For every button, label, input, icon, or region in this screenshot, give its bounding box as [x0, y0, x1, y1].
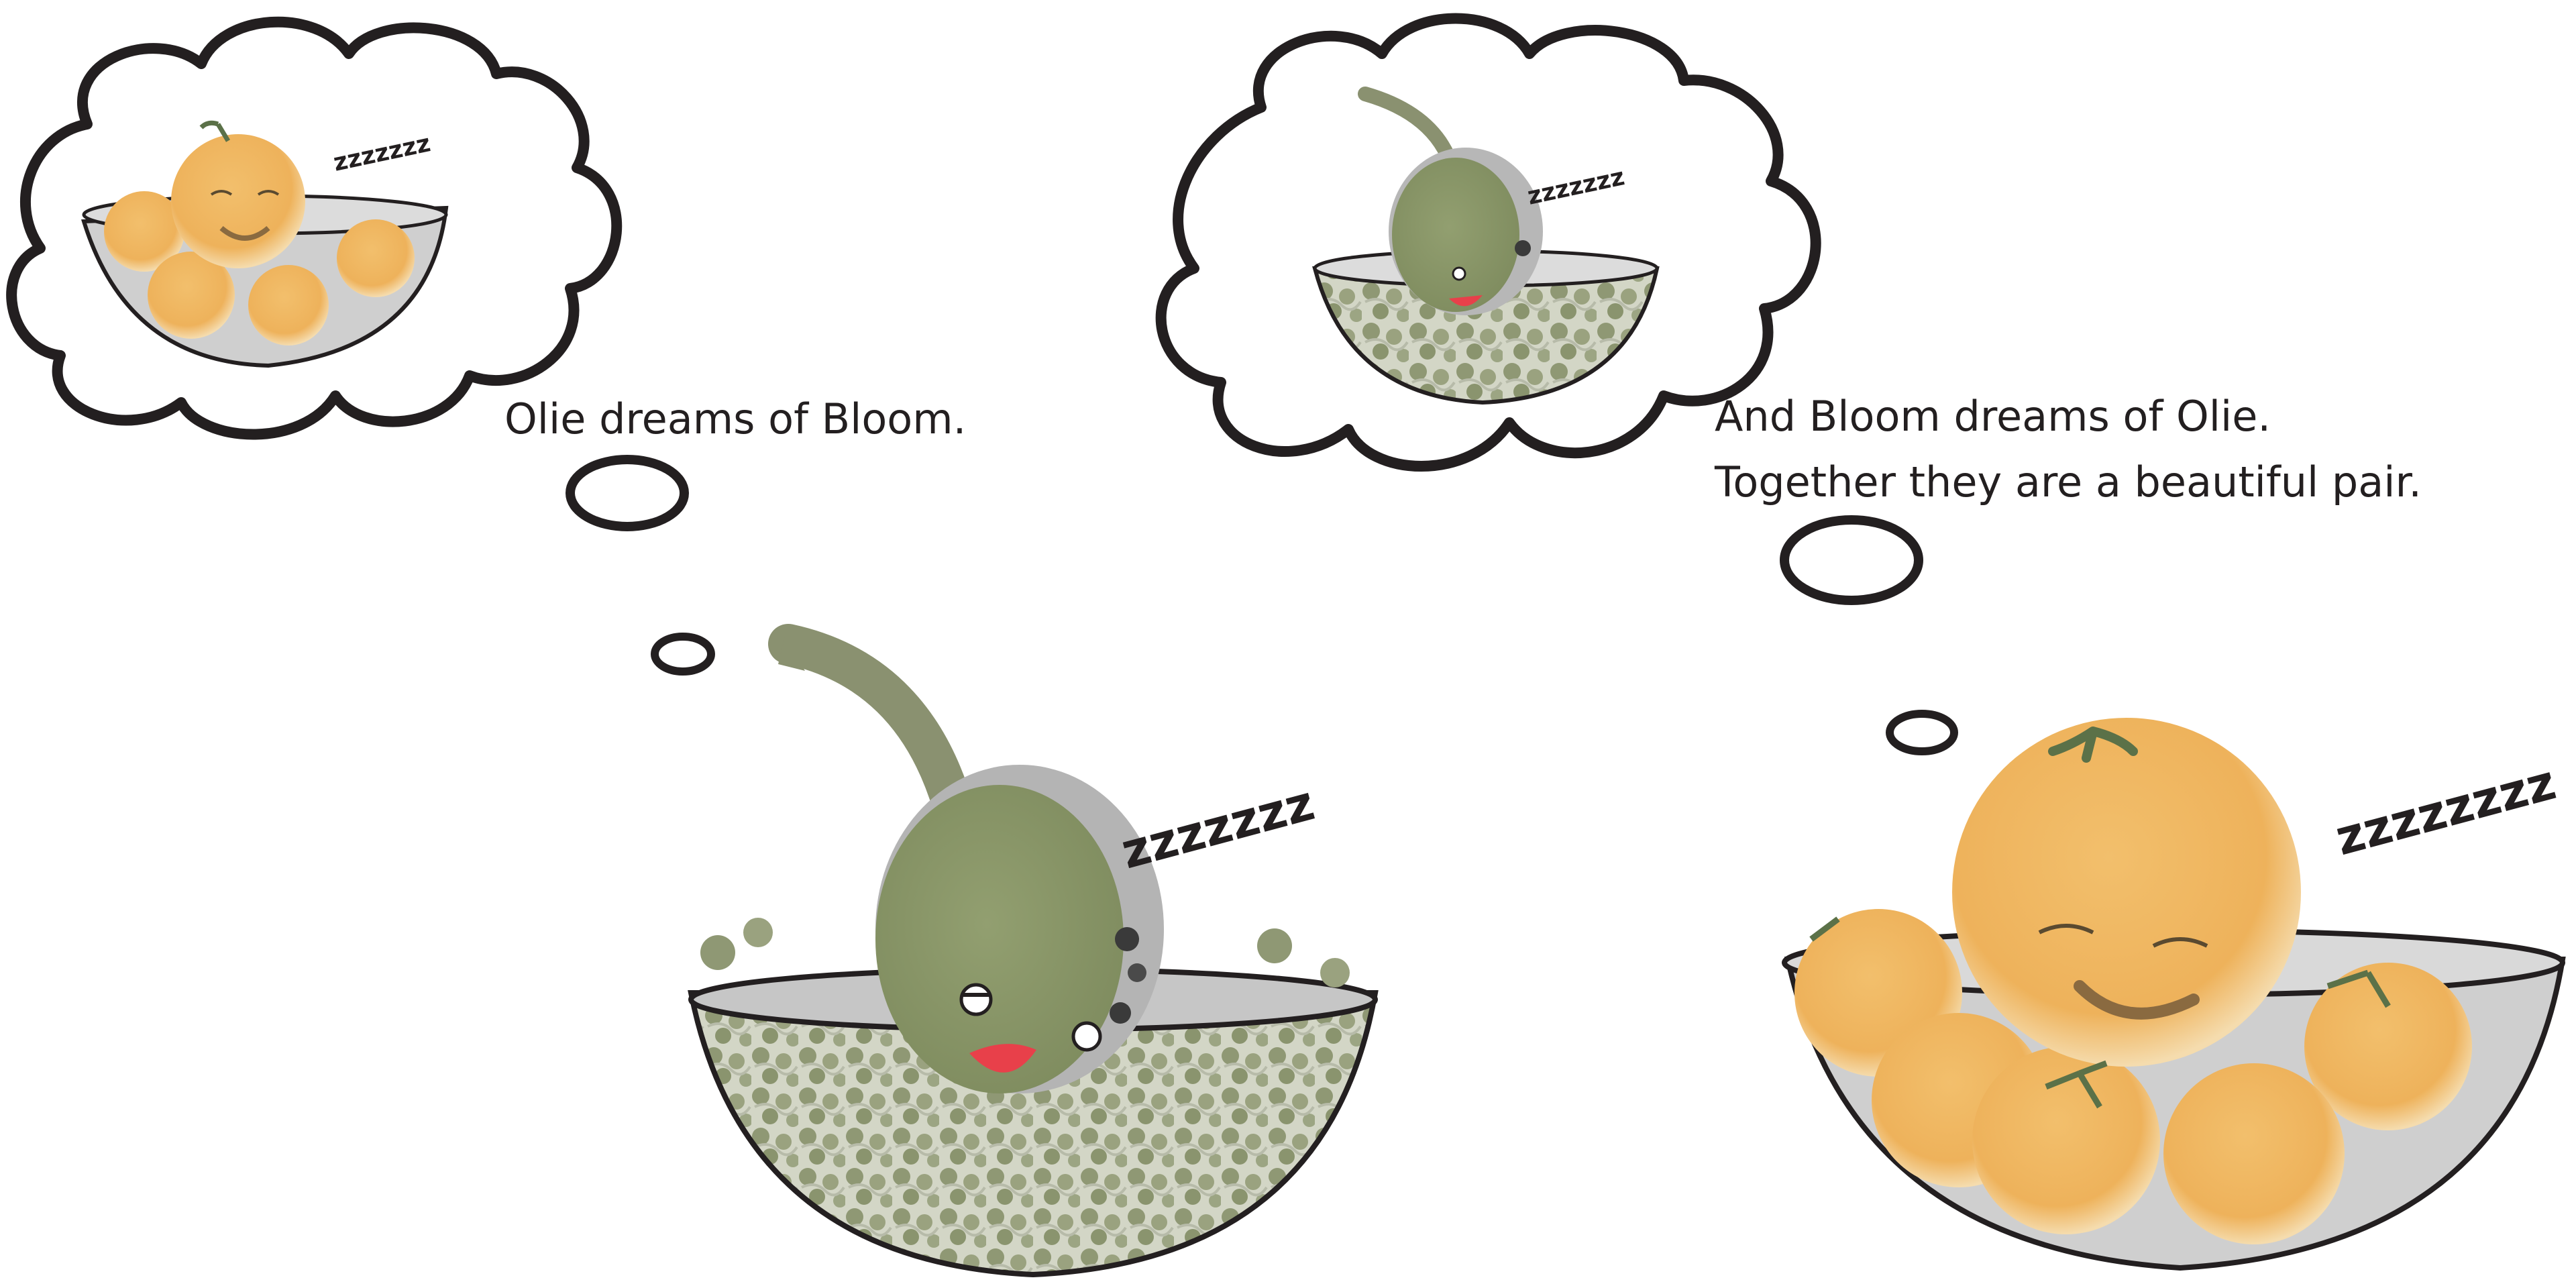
caption-bloom-dreams: And Bloom dreams of Olie. Together they … — [1715, 384, 2422, 515]
caption-right-line-1: And Bloom dreams of Olie. — [1715, 392, 2271, 441]
dream-olie-in-bowl: zzzzzzz — [1312, 87, 1660, 405]
caption-right-line-2: Together they are a beautiful pair. — [1715, 458, 2422, 506]
olie-olive-sleeping: zzzzzzz — [688, 624, 1379, 1278]
caption-olie-dreams: Olie dreams of Bloom. — [504, 386, 966, 452]
snore-text-olie: zzzzzzz — [1116, 774, 1320, 879]
snore-text-bloom: zzzzzzzz — [2330, 754, 2562, 867]
caption-left-line: Olie dreams of Bloom. — [504, 394, 967, 443]
bloom-oranges-sleeping: zzzzzzzz — [1782, 718, 2566, 1271]
thought-cloud-left — [6, 16, 715, 676]
dream-bloom-in-bowl: zzzzzzz — [80, 120, 449, 368]
